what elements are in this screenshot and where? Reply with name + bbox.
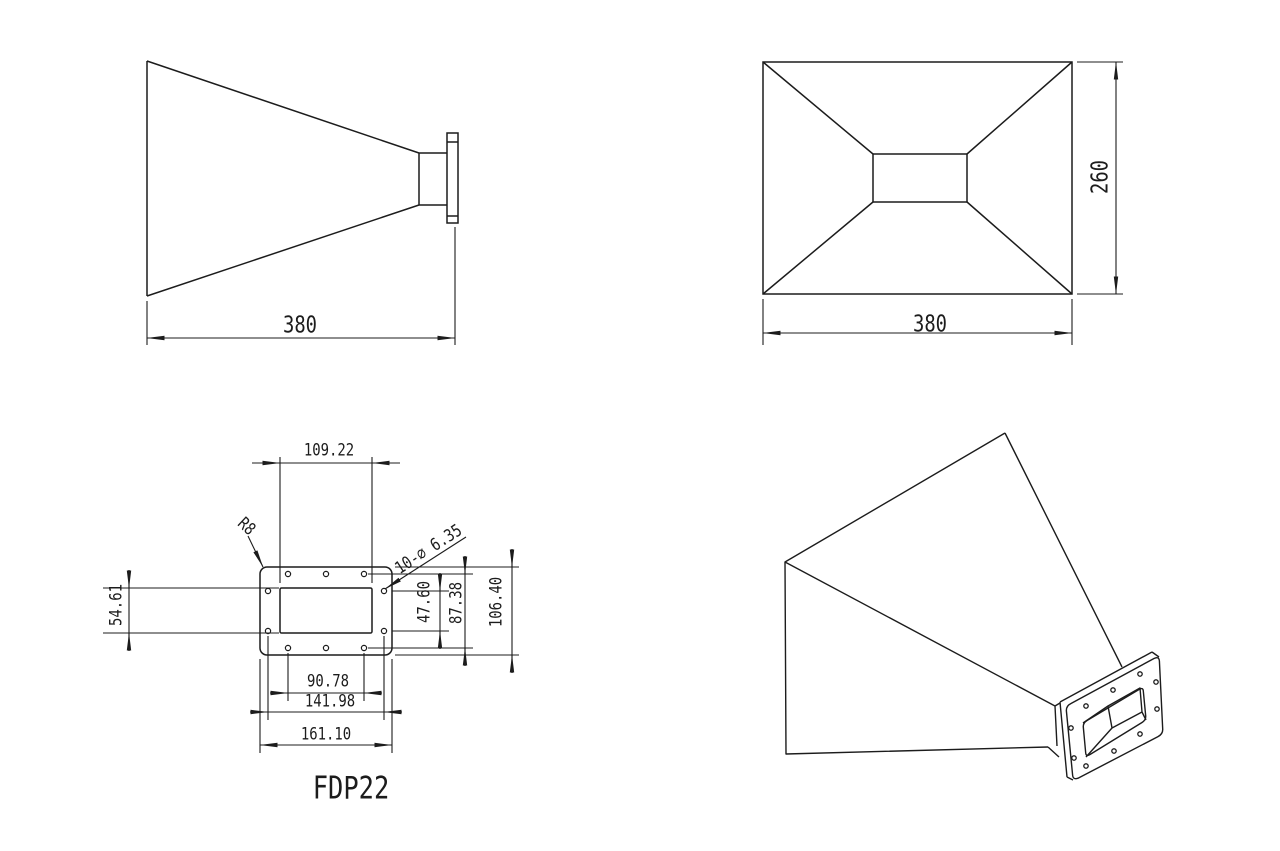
part-number: FDP22 (312, 770, 390, 807)
dim-flange-height: 106.40 (486, 576, 507, 628)
side-view-outline (146, 60, 459, 297)
dim-front-height: 260 (1087, 159, 1114, 195)
isometric-view-outline (784, 432, 1164, 781)
front-view-dimensions (762, 61, 1123, 345)
dim-opening-height: 54.61 (106, 584, 127, 626)
flange-view-dimensions (103, 457, 519, 753)
dim-front-width: 380 (912, 311, 948, 338)
dim-bottom-hole-spacing: 90.78 (307, 671, 349, 692)
side-view-dimensions (146, 227, 456, 345)
dim-hole-row-spacing: 87.38 (446, 582, 467, 624)
front-view-outline (762, 61, 1073, 295)
isometric-bolt-holes (1068, 671, 1160, 769)
flange-view-outline (259, 566, 393, 656)
dim-opening-width: 109.22 (303, 440, 355, 461)
flange-bolt-holes (264, 570, 388, 652)
dim-side-length: 380 (282, 312, 318, 339)
dim-side-hole-vspacing: 47.60 (414, 581, 435, 623)
dim-side-hole-spacing: 141.98 (304, 691, 356, 712)
dim-flange-width: 161.10 (300, 724, 352, 745)
